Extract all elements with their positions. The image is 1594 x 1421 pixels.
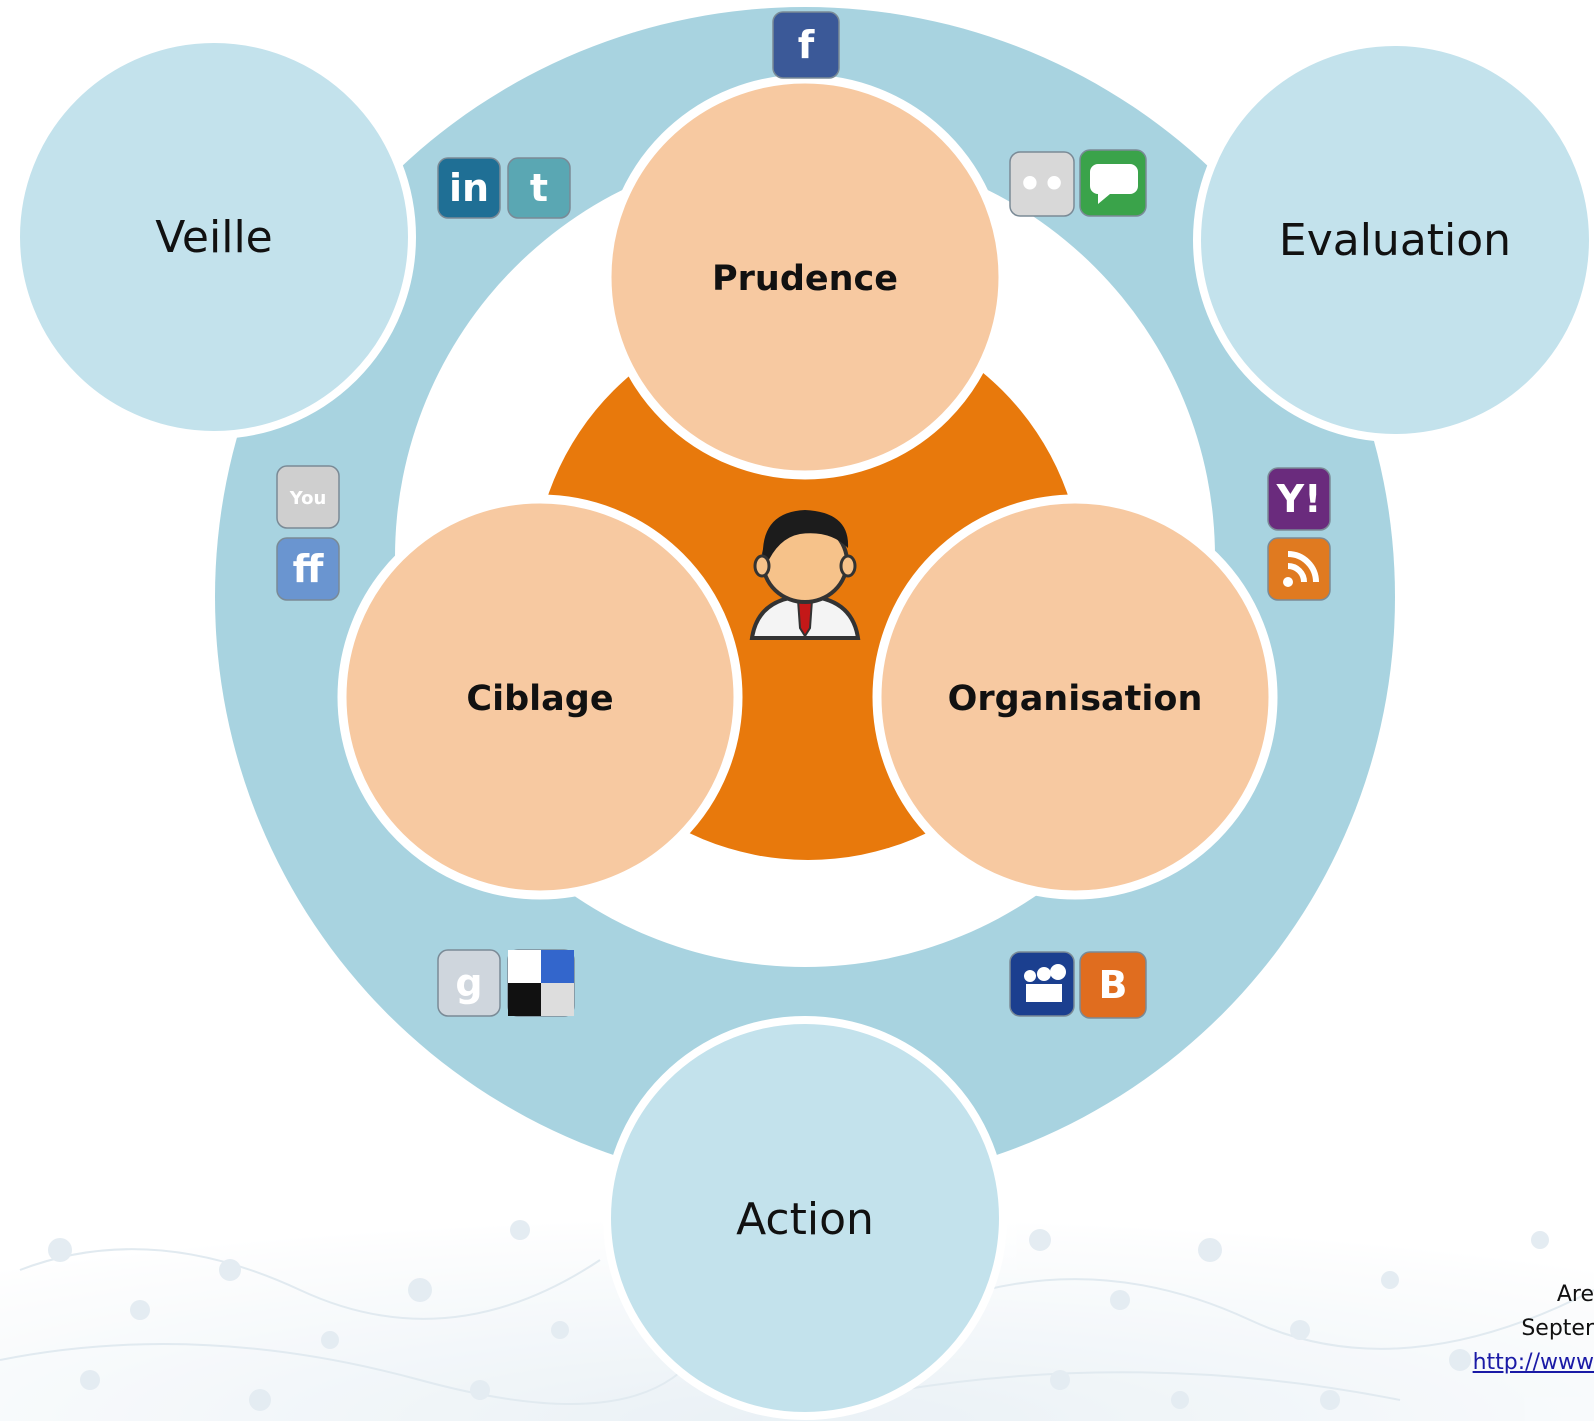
credit-link[interactable]: http://www — [1472, 1350, 1594, 1375]
blogger-icon: B — [1079, 951, 1147, 1019]
svg-text:g: g — [455, 961, 482, 1005]
twitter-icon: t — [507, 157, 571, 219]
svg-text:B: B — [1099, 963, 1128, 1007]
svg-text:ff: ff — [293, 547, 325, 591]
svg-text:You: You — [289, 488, 327, 509]
action-label: Action — [736, 1194, 874, 1245]
flickr-icon: •• — [1009, 151, 1075, 217]
youtube-icon: You — [276, 465, 340, 529]
credit-line-1: Are — [1556, 1282, 1594, 1307]
inner-circle-prudence: Prudence — [602, 74, 1008, 480]
veille-label: Veille — [155, 212, 273, 263]
outer-circle-evaluation: Evaluation — [1193, 38, 1594, 442]
svg-text:••: •• — [1018, 162, 1067, 206]
ciblage-label: Ciblage — [466, 679, 613, 719]
svg-text:f: f — [798, 23, 815, 67]
friendfeed-icon: ff — [276, 537, 340, 601]
outer-circle-action: Action — [603, 1016, 1007, 1420]
inner-circle-ciblage: Ciblage — [337, 494, 743, 900]
chat-icon — [1079, 149, 1147, 217]
google-icon: g — [437, 949, 501, 1017]
yahoo-icon: Y! — [1267, 467, 1331, 531]
svg-text:Y!: Y! — [1276, 477, 1322, 521]
svg-text:in: in — [449, 166, 489, 210]
organisation-label: Organisation — [948, 679, 1203, 719]
delicious-icon — [507, 949, 575, 1017]
linkedin-icon: in — [437, 157, 501, 219]
credit-line-2: Septer — [1521, 1316, 1594, 1341]
inner-circle-organisation: Organisation — [872, 494, 1278, 900]
facebook-icon: f — [772, 11, 840, 79]
person-icon — [749, 510, 861, 640]
evaluation-label: Evaluation — [1279, 215, 1511, 266]
outer-circle-veille: Veille — [12, 35, 416, 439]
myspace-icon — [1009, 951, 1075, 1017]
credit-text: Are Septer http://www — [1234, 1278, 1594, 1380]
svg-text:t: t — [530, 166, 548, 210]
rss-icon — [1267, 537, 1331, 601]
prudence-label: Prudence — [712, 259, 898, 299]
